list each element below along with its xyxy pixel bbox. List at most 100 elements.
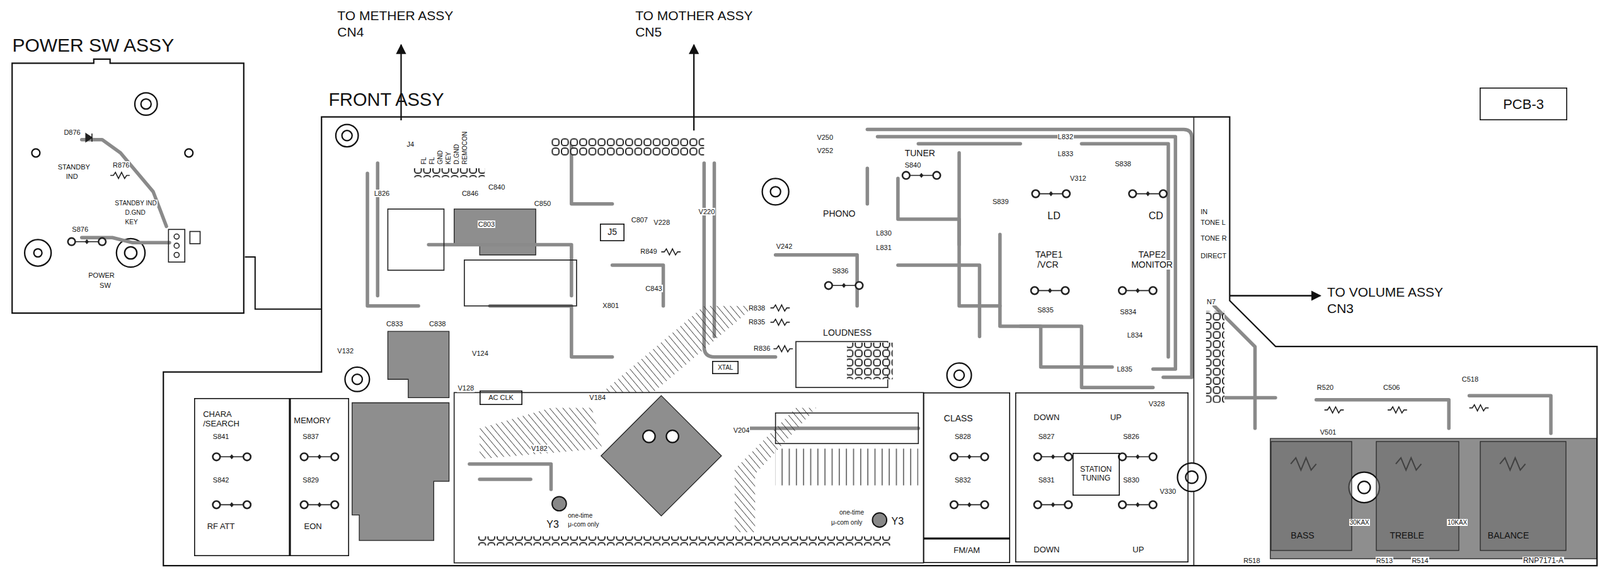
section-label: TO VOLUME ASSY bbox=[1326, 284, 1444, 300]
label-slot: V250 bbox=[816, 133, 834, 142]
switch-symbol bbox=[1032, 190, 1071, 198]
label-slot: one-time bbox=[838, 509, 865, 517]
copper-trace bbox=[867, 168, 960, 245]
section-label: /VCR bbox=[1036, 260, 1059, 270]
box-border bbox=[923, 539, 1010, 563]
label-slot: R518 bbox=[1242, 557, 1261, 565]
mount-hole bbox=[642, 430, 655, 443]
part-reference: R849 bbox=[639, 247, 658, 256]
text-slot: CLASS bbox=[943, 413, 973, 424]
box-border bbox=[712, 361, 738, 374]
part-reference: DIRECT bbox=[1199, 252, 1227, 260]
part-reference: V182 bbox=[530, 444, 549, 453]
copper-trace bbox=[897, 265, 980, 337]
copper-trace bbox=[367, 173, 419, 306]
mount-hole bbox=[352, 374, 363, 385]
component-pads bbox=[846, 342, 893, 380]
text-slot: XTAL bbox=[712, 361, 739, 375]
label-slot: R520 bbox=[1316, 383, 1335, 392]
label-slot: C506 bbox=[1382, 383, 1401, 392]
label-slot: V124 bbox=[471, 349, 490, 358]
label-slot: S838 bbox=[1114, 160, 1132, 168]
part-reference: S842 bbox=[212, 476, 231, 484]
label-slot: S830 bbox=[1122, 476, 1140, 484]
switch-knob-hole bbox=[24, 239, 52, 266]
label-slot: V184 bbox=[588, 393, 607, 402]
label-slot: GND bbox=[436, 149, 444, 166]
section-label: Y3 bbox=[891, 516, 905, 528]
label-slot: S876 bbox=[71, 225, 89, 234]
label-slot: J4 bbox=[405, 140, 415, 149]
label-slot: R838 bbox=[748, 304, 766, 312]
copper-trace bbox=[867, 129, 1192, 378]
label-slot: V242 bbox=[775, 242, 794, 251]
section-label: TO MOTHER ASSY bbox=[634, 8, 754, 23]
label-slot: LD bbox=[1046, 210, 1061, 222]
label-slot: V182 bbox=[530, 444, 549, 453]
part-reference: one-time bbox=[567, 512, 593, 520]
switch-symbol bbox=[300, 453, 339, 461]
section-label: LD bbox=[1046, 210, 1061, 222]
label-slot: μ-com only bbox=[830, 519, 863, 527]
section-label: TO METHER ASSY bbox=[336, 8, 454, 23]
label-slot: MONITOR bbox=[1130, 260, 1174, 270]
part-reference: V228 bbox=[652, 218, 671, 227]
node-label: POWER SW ASSY bbox=[11, 34, 174, 57]
part-reference: D876 bbox=[63, 128, 81, 137]
section-label: CN4 bbox=[336, 24, 365, 40]
label-slot: /VCR bbox=[1036, 260, 1059, 270]
copper-trace bbox=[612, 265, 664, 307]
copper-trace bbox=[81, 139, 167, 227]
label-slot: L833 bbox=[1057, 149, 1074, 158]
label-slot: L826 bbox=[373, 189, 391, 198]
resistor-symbol bbox=[770, 305, 791, 312]
connector-pads bbox=[550, 138, 704, 157]
mount-hole bbox=[762, 178, 789, 205]
label-slot: L830 bbox=[875, 229, 892, 237]
mount-hole bbox=[1177, 463, 1207, 492]
label-slot: STANDBY bbox=[57, 163, 91, 171]
label-slot: S828 bbox=[954, 432, 972, 441]
switch-symbol bbox=[212, 501, 251, 510]
part-reference: L835 bbox=[1116, 365, 1133, 374]
label-slot: STANDBY IND bbox=[114, 199, 157, 207]
node-label: CHARA /SEARCH bbox=[202, 410, 244, 430]
leader-arrow bbox=[1229, 294, 1321, 297]
node-label: FRONT ASSY bbox=[328, 89, 444, 111]
switch-knob-hole bbox=[124, 247, 137, 259]
mount-hole bbox=[184, 148, 193, 157]
text-slot: AC CLK bbox=[479, 390, 523, 406]
resistor-symbol bbox=[1469, 405, 1490, 412]
label-slot: R514 bbox=[1410, 557, 1429, 565]
part-reference: V501 bbox=[1319, 428, 1338, 437]
connector-pads bbox=[1206, 311, 1225, 404]
part-reference: R520 bbox=[1316, 383, 1335, 392]
part-reference: V220 bbox=[698, 207, 716, 216]
label-slot: V128 bbox=[456, 384, 475, 392]
label-slot: TAPE2 bbox=[1137, 250, 1166, 260]
pad bbox=[173, 252, 179, 258]
text-slot: PCB-3 bbox=[1479, 87, 1568, 121]
part-reference: L833 bbox=[1057, 149, 1074, 158]
label-slot: S831 bbox=[1037, 476, 1056, 484]
part-reference: V330 bbox=[1158, 487, 1177, 496]
node-label: TREBLE bbox=[1389, 530, 1424, 541]
label-slot: 30KAX bbox=[1349, 519, 1370, 527]
label-slot: D876 bbox=[63, 128, 81, 137]
part-reference: V128 bbox=[456, 384, 475, 392]
switch-symbol bbox=[300, 501, 339, 510]
label-slot: CN4 bbox=[336, 24, 365, 40]
node-label: CLASS bbox=[943, 413, 973, 424]
part-reference: V124 bbox=[471, 349, 490, 358]
copper-trace bbox=[375, 163, 380, 296]
copper-area bbox=[1270, 438, 1597, 559]
copper-trace bbox=[1224, 395, 1551, 434]
text-slot: MEMORY bbox=[293, 416, 331, 426]
node-label: RF ATT bbox=[207, 522, 236, 532]
part-reference: C838 bbox=[428, 320, 447, 328]
label-slot: L834 bbox=[1126, 331, 1144, 340]
part-reference: RNP7171-A bbox=[1522, 557, 1565, 566]
resistor-symbol bbox=[661, 248, 681, 256]
label-slot: TUNER bbox=[904, 148, 936, 159]
label-slot: FL bbox=[420, 156, 428, 166]
